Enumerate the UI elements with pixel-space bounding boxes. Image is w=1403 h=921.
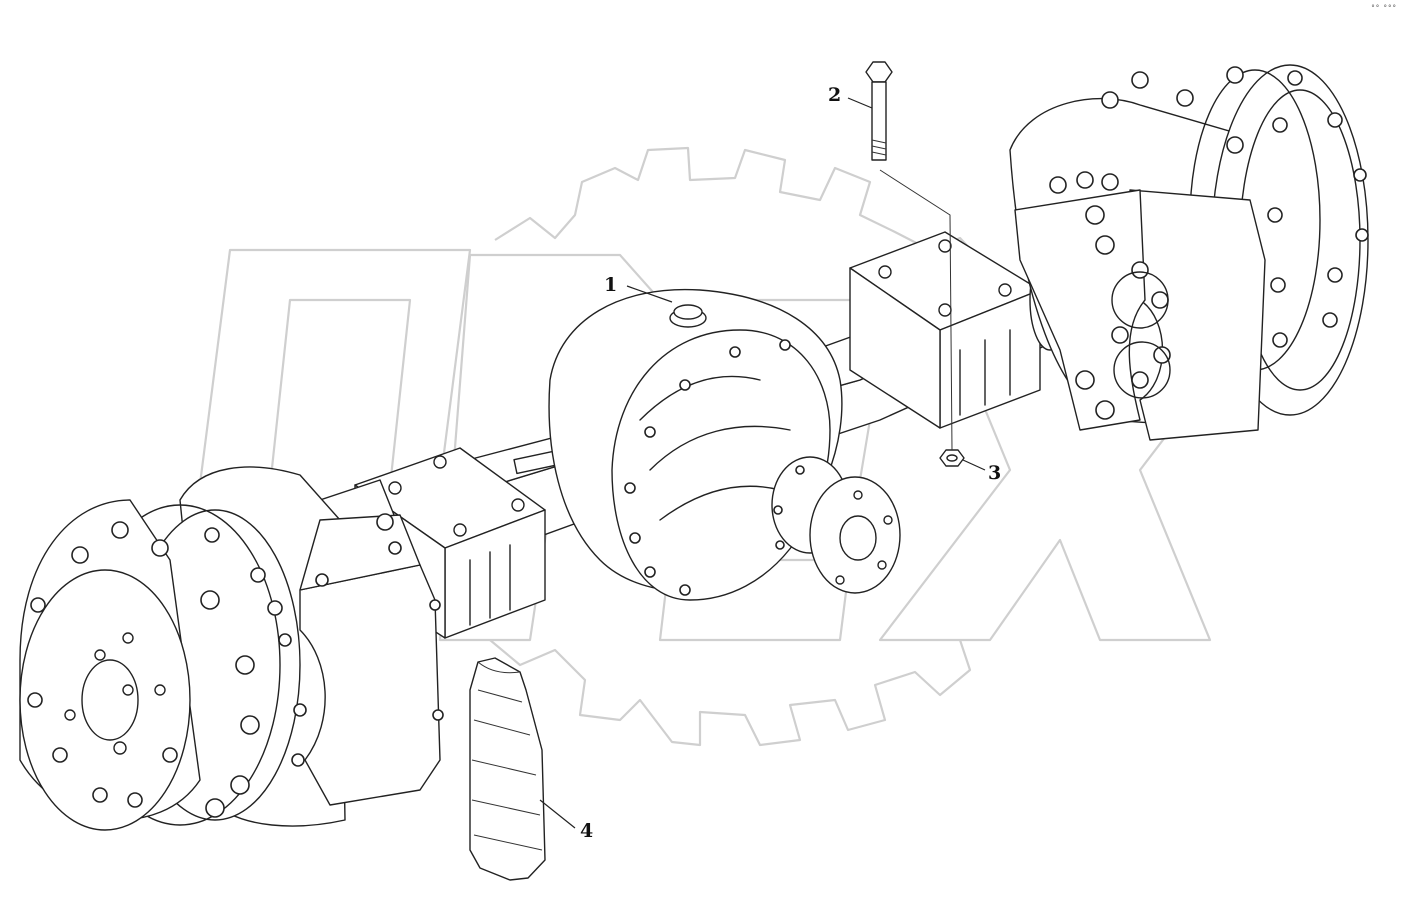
leader-4 [539, 799, 576, 829]
differential-bolts [624, 339, 791, 596]
callout-3: 3 [988, 462, 1002, 484]
pinion-flange [771, 456, 901, 594]
right-spring-pad [849, 231, 1041, 429]
leader-2 [847, 97, 873, 109]
differential-housing [548, 288, 843, 601]
right-brake-caliper [1014, 171, 1266, 441]
callout-1: 1 [604, 274, 618, 296]
nut-part-3 [939, 449, 965, 467]
callout-2: 2 [828, 84, 842, 106]
left-hub [19, 499, 201, 831]
left-wheel-studs [27, 521, 283, 818]
callout-4: 4 [580, 820, 594, 842]
corner-mark: °° °°° [1371, 4, 1397, 12]
bolt-part-2 [865, 61, 893, 161]
left-brake-caliper [278, 513, 444, 806]
leader-lines [539, 97, 986, 829]
right-wheel-studs [1101, 66, 1369, 348]
brake-pad-part-4 [469, 657, 546, 881]
assembly-lines [879, 169, 953, 451]
leader-1 [626, 285, 673, 303]
watermark-gear [489, 146, 987, 747]
leader-3 [962, 459, 986, 471]
